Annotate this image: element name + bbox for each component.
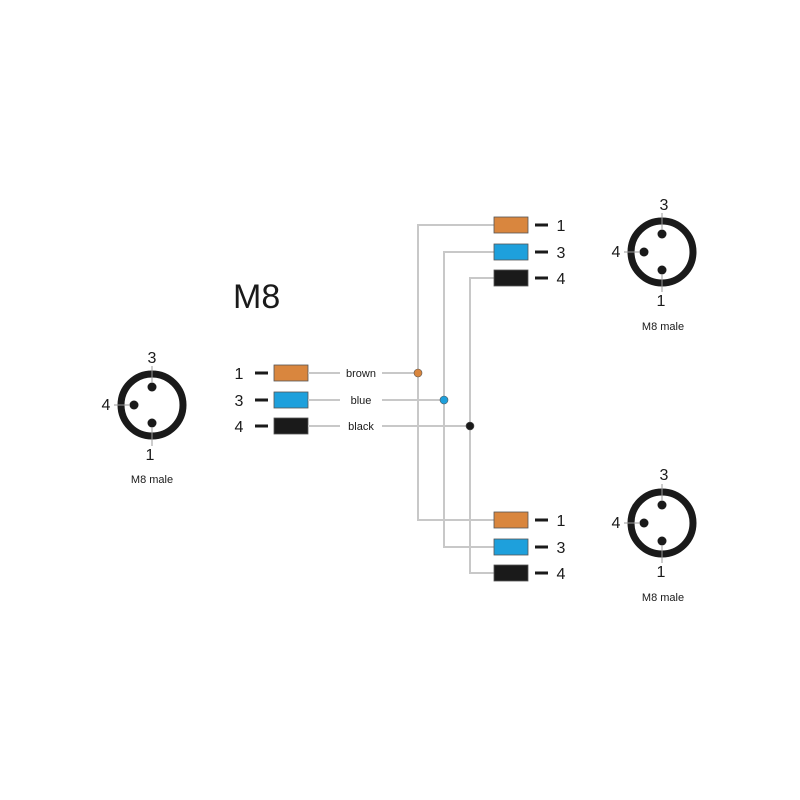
connector-main-pin-left-label: 4 bbox=[102, 397, 111, 414]
branch-bottom-wire-3-sleeve bbox=[493, 564, 529, 582]
diagram-title: M8 bbox=[233, 278, 280, 316]
main-wire-1-pin-label: 1 bbox=[235, 366, 244, 383]
connector-branch-bottom: 3 4 1 M8 male bbox=[612, 467, 697, 604]
branch-bottom-wire-3-pin-label: 4 bbox=[557, 566, 566, 583]
main-wire-3-color-label: black bbox=[348, 421, 374, 433]
connector-branch-bottom-pin-top-label: 3 bbox=[660, 467, 669, 484]
main-wire-2-color-label: blue bbox=[351, 395, 372, 407]
main-wire-1-sleeve bbox=[273, 364, 309, 382]
connector-branch-bottom-label: M8 male bbox=[642, 592, 684, 604]
junction-blue bbox=[439, 395, 449, 405]
connector-main-pin-left bbox=[129, 400, 139, 410]
connector-branch-top-pin-left bbox=[639, 247, 649, 257]
connector-main-label: M8 male bbox=[131, 474, 173, 486]
branch-top-wire-1-sleeve bbox=[493, 216, 529, 234]
branch-top-wire-2-sleeve bbox=[493, 243, 529, 261]
main-wire-3-pin-label: 4 bbox=[235, 419, 244, 436]
connector-branch-bottom-pin-left-label: 4 bbox=[612, 515, 621, 532]
junction-brown bbox=[413, 368, 423, 378]
main-wire-3-sleeve bbox=[273, 417, 309, 435]
branch-bottom-wire-2-sleeve bbox=[493, 538, 529, 556]
main-wire-2-pin-label: 3 bbox=[235, 393, 244, 410]
connector-main-pin-bottom bbox=[147, 418, 157, 428]
branch-top-wire-3-pin-label: 4 bbox=[557, 271, 566, 288]
wire-trunks bbox=[413, 224, 494, 574]
branch-bottom-wires: 1 3 4 bbox=[493, 511, 566, 583]
connector-main-pin-bottom-label: 1 bbox=[146, 447, 155, 464]
branch-top-wire-1-pin-label: 1 bbox=[557, 218, 566, 235]
connector-branch-top-label: M8 male bbox=[642, 321, 684, 333]
main-wire-2-sleeve bbox=[273, 391, 309, 409]
connector-branch-bottom-pin-top bbox=[657, 500, 667, 510]
branch-top-wire-3-sleeve bbox=[493, 269, 529, 287]
connector-branch-top-pin-top-label: 3 bbox=[660, 197, 669, 214]
branch-bottom-wire-1-sleeve bbox=[493, 511, 529, 529]
connector-branch-bottom-pin-bottom bbox=[657, 536, 667, 546]
connector-branch-top-pin-bottom-label: 1 bbox=[657, 293, 666, 310]
connector-branch-bottom-pin-left bbox=[639, 518, 649, 528]
connector-main-pin-top bbox=[147, 382, 157, 392]
branch-bottom-wire-1-pin-label: 1 bbox=[557, 513, 566, 530]
main-wires: 1 3 4 brown blue black bbox=[235, 364, 470, 436]
main-wire-1-color-label: brown bbox=[346, 368, 376, 380]
trunk-brown bbox=[417, 224, 494, 521]
branch-bottom-wire-2-pin-label: 3 bbox=[557, 540, 566, 557]
branch-top-wire-2-pin-label: 3 bbox=[557, 245, 566, 262]
connector-branch-top-pin-top bbox=[657, 229, 667, 239]
connector-branch-bottom-pin-bottom-label: 1 bbox=[657, 564, 666, 581]
branch-top-wires: 1 3 4 bbox=[493, 216, 566, 288]
connector-branch-top-pin-bottom bbox=[657, 265, 667, 275]
connector-branch-top-pin-left-label: 4 bbox=[612, 244, 621, 261]
connector-main-pin-top-label: 3 bbox=[148, 350, 157, 367]
connector-branch-top: 3 4 1 M8 male bbox=[612, 197, 697, 333]
connector-main: 3 4 1 M8 male bbox=[102, 350, 187, 486]
junction-black bbox=[465, 421, 475, 431]
